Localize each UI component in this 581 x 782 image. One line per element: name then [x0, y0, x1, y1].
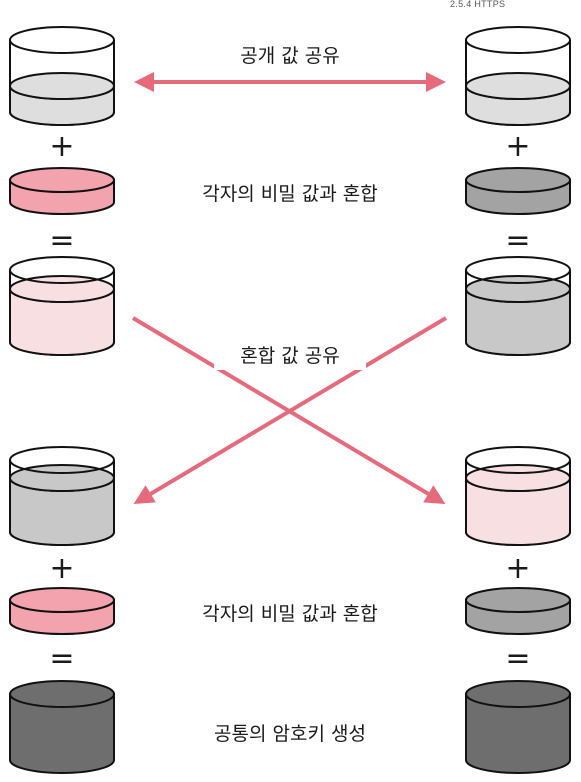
mixed-value-container-left	[9, 256, 115, 356]
equals-sign-right-top: =	[505, 223, 530, 258]
private-value-disc-right-bottom	[465, 587, 571, 635]
equals-sign-left-bottom: =	[49, 641, 74, 676]
mix-private-label-top: 각자의 비밀 값과 혼합	[202, 183, 377, 205]
private-value-disc-left-bottom	[9, 587, 115, 635]
received-mixed-container-left	[9, 446, 115, 546]
public-value-container-left	[9, 26, 115, 126]
shared-key-cylinder-right	[465, 680, 571, 774]
public-value-container-right	[465, 26, 571, 126]
plus-sign-right-bottom: +	[505, 551, 530, 586]
plus-sign-left-top: +	[49, 129, 74, 164]
equals-sign-left-top: =	[49, 223, 74, 258]
mix-private-label-bottom: 각자의 비밀 값과 혼합	[202, 603, 377, 625]
received-mixed-container-right	[465, 446, 571, 546]
equals-sign-right-bottom: =	[505, 641, 530, 676]
share-mixed-arrow-left-to-right-icon	[131, 316, 446, 505]
share-public-label: 공개 값 공유	[240, 45, 339, 67]
plus-sign-left-bottom: +	[49, 551, 74, 586]
generate-key-label: 공통의 암호키 생성	[214, 723, 366, 745]
plus-sign-right-top: +	[505, 129, 530, 164]
mixed-value-container-right	[465, 256, 571, 356]
shared-key-cylinder-left	[9, 680, 115, 774]
share-mixed-label-backdrop	[214, 340, 366, 370]
private-value-disc-left	[9, 167, 115, 215]
share-mixed-label: 혼합 값 공유	[240, 345, 339, 367]
private-value-disc-right	[465, 167, 571, 215]
share-mixed-arrow-right-to-left-icon	[133, 316, 448, 505]
version-header: 2.5.4 HTTPS	[450, 0, 506, 9]
